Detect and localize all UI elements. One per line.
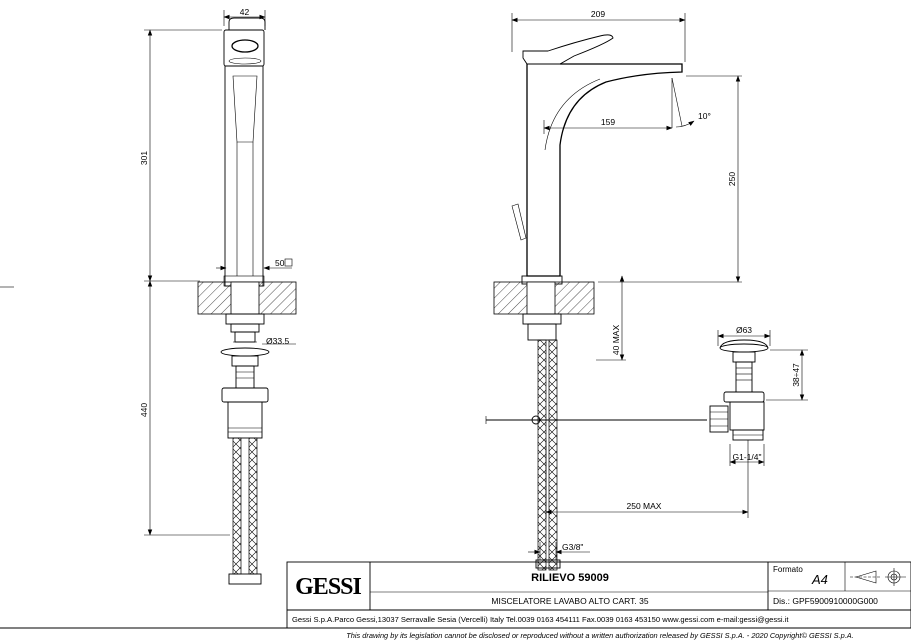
front-view: 42 301 440 50 Ø33.5 (139, 7, 297, 585)
dim-body-height: 301 (139, 151, 149, 165)
dim-hose-thread: G3/8" (562, 542, 583, 552)
dim-hole-diameter: 50 (275, 258, 285, 268)
title-block: GESSI RILIEVO 59009 MISCELATORE LAVABO A… (286, 561, 911, 640)
dim-waste-diameter: Ø63 (736, 325, 752, 335)
brand-logo: GESSI (295, 574, 361, 600)
format-label: Formato (773, 565, 803, 574)
product-description: MISCELATORE LAVABO ALTO CART. 35 (491, 596, 648, 606)
dim-overall-length: 209 (591, 9, 605, 19)
dim-shank-diameter: Ø33.5 (266, 336, 289, 346)
dim-spout-height: 250 (727, 172, 737, 186)
dim-spout-reach: 159 (601, 117, 615, 127)
dim-body-width: 42 (240, 7, 250, 17)
side-view: 209 159 10° 250 40 MAX 250 MAX G3/8" (485, 9, 749, 571)
drawing-number: Dis.: GPF5900910000G000 (773, 596, 878, 606)
dim-spout-angle: 10° (698, 111, 711, 121)
company-info: Gessi S.p.A.Parco Gessi,13037 Serravalle… (292, 615, 789, 624)
dim-rod-length: 250 MAX (627, 501, 662, 511)
square-icon (284, 258, 293, 267)
dim-deck-thickness: 40 MAX (611, 325, 621, 356)
copyright-disclaimer: This drawing by its legislation cannot b… (346, 631, 853, 640)
dim-waste-height: 38÷47 (791, 363, 801, 387)
dim-hose-length: 440 (139, 403, 149, 417)
dim-waste-thread: G1-1/4" (732, 452, 761, 462)
waste-view: Ø63 38÷47 G1-1/4" (709, 325, 808, 466)
product-name: RILIEVO 59009 (531, 572, 609, 584)
format-value: A4 (811, 572, 828, 587)
projection-symbol-icon (850, 568, 906, 586)
